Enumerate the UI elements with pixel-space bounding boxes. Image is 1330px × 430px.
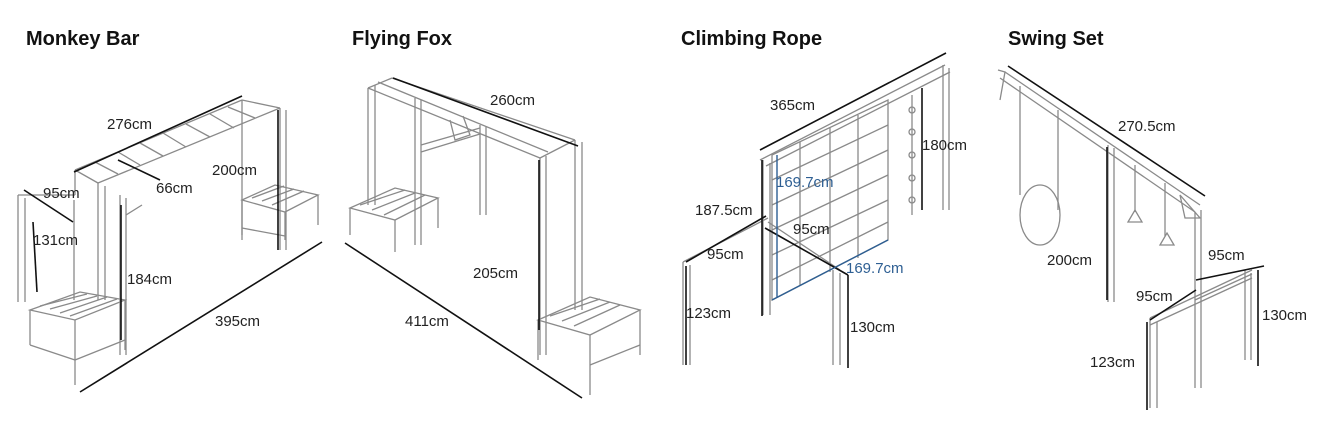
climbing-rope-dim-net-width [771,239,889,301]
swing-set-label-beam-length: 270.5cm [1118,118,1176,135]
swing-set-dim-95-lower [1149,289,1197,321]
swing-set-label-depth-upper: 95cm [1208,247,1245,264]
climbing-rope-label-platform-height: 123cm [686,305,731,322]
monkey-bar-dim-131 [32,221,38,293]
monkey-bar-label-overall-length: 395cm [215,313,260,330]
flying-fox-frame [348,77,642,395]
swing-set-label-height: 200cm [1047,252,1092,269]
monkey-bar-label-rung-spacing: 66cm [156,180,193,197]
climbing-rope-label-platform-depth: 95cm [707,246,744,263]
title-climbing-rope: Climbing Rope [681,28,823,50]
monkey-bar-dim-95 [23,189,74,223]
swing-set-dimension-lines [1007,65,1265,410]
flying-fox-label-overall-length: 411cm [405,313,449,330]
flying-fox-illustration: 260cm 205cm 411cm [344,77,642,399]
monkey-bar-dim-395 [79,241,323,393]
flying-fox-label-length-top: 260cm [490,92,535,109]
swing-set-illustration: 270.5cm 200cm 95cm 95cm 130cm 123cm [997,65,1307,410]
monkey-bar-label-pole-height: 184cm [127,271,172,288]
swing-set-label-platform-height: 123cm [1090,354,1135,371]
swing-set-dim-270-5 [1007,65,1206,197]
flying-fox-dim-411 [344,242,583,399]
climbing-rope-dim-95-platform [685,215,767,263]
swing-set-dim-95-upper [1195,265,1265,281]
title-swing-set: Swing Set [1008,28,1104,50]
climbing-rope-label-net-depth: 95cm [793,221,830,238]
monkey-bar-label-height: 200cm [212,162,257,179]
monkey-bar-dim-276 [73,95,243,173]
monkey-bar-dim-66 [117,159,161,181]
monkey-bar-frame [17,99,320,385]
monkey-bar-label-length-top: 276cm [107,116,152,133]
climbing-rope-label-rope-height: 180cm [922,137,967,154]
flying-fox-dim-260 [392,77,579,147]
climbing-rope-net-dimension-lines [771,155,889,301]
climbing-rope-dim-365 [759,52,947,151]
swing-set-frame [997,69,1253,408]
swing-set-label-stand-height: 130cm [1262,307,1307,324]
flying-fox-dimension-lines [344,77,583,399]
flying-fox-label-height: 205cm [473,265,518,282]
swing-set-label-depth-lower: 95cm [1136,288,1173,305]
climbing-rope-label-frame-height: 187.5cm [695,202,753,219]
monkey-bar-illustration: 276cm 66cm 95cm 131cm 184cm 200cm 395cm [17,95,323,393]
monkey-bar-label-depth: 95cm [43,185,80,202]
climbing-rope-label-net-height: 169.7cm [776,174,834,191]
climbing-rope-illustration: 365cm 180cm 169.7cm 169.7cm 187.5cm 95cm… [682,52,967,368]
climbing-rope-label-stand-height: 130cm [850,319,895,336]
title-monkey-bar: Monkey Bar [26,28,140,50]
monkey-bar-dimension-lines [23,95,323,393]
title-flying-fox: Flying Fox [352,28,452,50]
climbing-rope-label-length-top: 365cm [770,97,815,114]
climbing-rope-label-net-width: 169.7cm [846,260,904,277]
monkey-bar-label-platform-height: 131cm [33,232,78,249]
climbing-rope-frame [682,64,951,365]
